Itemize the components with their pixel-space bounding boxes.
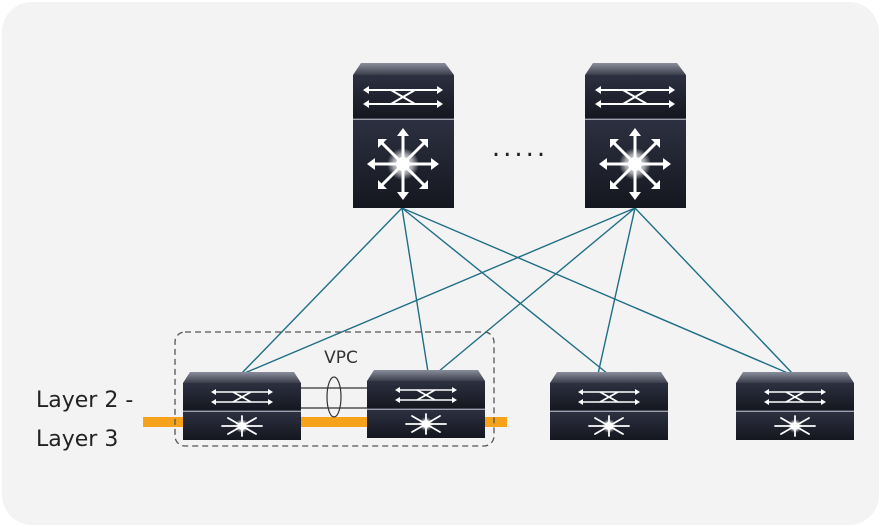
link-spine2-leaf3 — [597, 207, 636, 375]
link-spine1-leaf1 — [239, 207, 403, 376]
router-star-icon — [221, 415, 263, 437]
link-spine1-leaf4 — [401, 207, 791, 375]
spine-ellipsis: ..... — [492, 133, 548, 163]
leaf-switch-4 — [736, 372, 854, 440]
spine-switch-1 — [353, 63, 454, 208]
leaf-switch-1 — [183, 372, 301, 440]
link-spine1-leaf2 — [401, 207, 429, 373]
link-spine2-leaf2 — [437, 207, 636, 373]
leaf-switch-3 — [550, 372, 668, 440]
vpc-label: VPC — [324, 348, 358, 368]
vpc-domain-box — [174, 331, 495, 447]
router-star-icon — [405, 413, 447, 435]
layer-boundary-band — [143, 417, 507, 427]
router-star-icon — [599, 128, 671, 200]
switch-arrows-icon — [395, 387, 457, 403]
link-spine2-leaf1 — [239, 207, 636, 376]
switch-arrows-icon — [211, 389, 273, 405]
spine-switch-2 — [585, 63, 686, 208]
switch-arrows-icon — [595, 86, 675, 108]
switch-arrows-icon — [363, 86, 443, 108]
switch-arrows-icon — [764, 389, 826, 405]
router-star-icon — [588, 415, 630, 437]
link-spine1-leaf3 — [401, 207, 609, 375]
leaf-switch-2 — [367, 370, 485, 438]
router-star-icon — [774, 415, 816, 437]
link-spine2-leaf4 — [634, 207, 794, 375]
vpc-bundle-ellipse — [326, 376, 342, 418]
vpc-peer-links — [301, 376, 367, 418]
layer3-label: Layer 3 — [36, 427, 118, 452]
uplinks — [239, 207, 794, 376]
switch-arrows-icon — [578, 389, 640, 405]
layer2-label: Layer 2 - — [36, 388, 133, 413]
router-star-icon — [367, 128, 439, 200]
